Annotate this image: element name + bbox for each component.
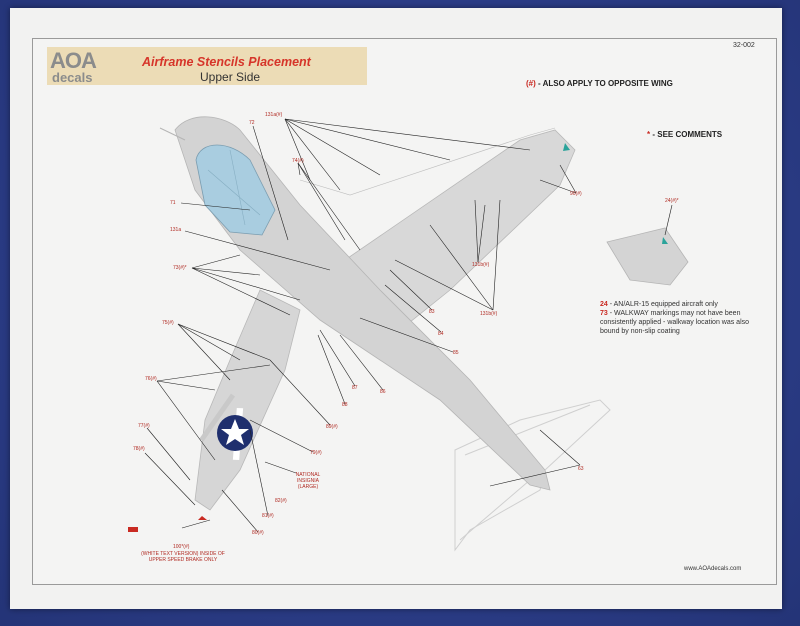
speed-brake-note: (WHITE TEXT VERSION) INSIDE OF UPPER SPE… [141, 551, 225, 563]
opposite-wing-note: (#) - ALSO APPLY TO OPPOSITE WING [526, 79, 673, 88]
callout-85: 85 [453, 350, 459, 356]
national-insignia-label: NATIONAL INSIGNIA (LARGE) [295, 472, 321, 490]
callout-89: 89(#) [326, 424, 338, 430]
comment-73: 73 - WALKWAY markings may not have been … [600, 310, 750, 335]
comments-block: 24 - AN/ALR-15 equipped aircraft only 73… [600, 300, 770, 336]
callout-77: 77(#) [138, 423, 150, 429]
logo-subtext: decals [52, 70, 93, 85]
callout-86: 86 [380, 389, 386, 395]
callout-131b-upper: 131b(#) [472, 262, 490, 268]
comments-note-text: - SEE COMMENTS [650, 130, 723, 139]
canopy [195, 144, 276, 236]
callout-88: 88 [342, 402, 348, 408]
callout-74: 74(#) [292, 158, 304, 164]
callout-131a: 131a [170, 227, 182, 233]
national-insignia-roundel [199, 393, 253, 460]
opposite-text: - ALSO APPLY TO OPPOSITE WING [535, 79, 673, 88]
left-wing [194, 289, 301, 511]
footer-url: www.AOAdecals.com [684, 566, 742, 572]
logo-text: AOA [50, 48, 97, 73]
callout-84: 84 [438, 331, 444, 337]
aoa-logo: AOA decals [50, 50, 108, 86]
callout-24: 24(#)* [665, 198, 679, 204]
callout-73: 73(#)* [173, 265, 187, 271]
opposite-marker: (#) [526, 79, 536, 88]
header-band [47, 47, 367, 85]
callout-72: 72 [249, 120, 255, 126]
callout-131a-top: 131a(#) [265, 112, 283, 118]
callout-81: 81(#) [262, 513, 274, 519]
callout-71: 71 [170, 200, 176, 206]
callout-131b-lower: 131b(#) [480, 311, 498, 317]
comments-note: * - SEE COMMENTS [647, 130, 722, 139]
comments-marker: * [647, 130, 651, 139]
callout-87: 87 [352, 385, 358, 391]
callout-75: 75(#) [162, 320, 174, 326]
wing-detail-panel [606, 227, 689, 286]
callout-78: 78(#) [133, 446, 145, 452]
sheet-code: 32-002 [733, 42, 755, 49]
callout-83: 83 [429, 309, 435, 315]
leader-lines [144, 118, 673, 533]
callout-80: 80(#) [252, 530, 264, 536]
callout-90: 90(#) [570, 191, 582, 197]
wingtip-light [563, 143, 570, 151]
page-title: Airframe Stencils Placement [142, 55, 311, 69]
callout-82: 82(#) [275, 498, 287, 504]
callout-79: 79(#) [310, 450, 322, 456]
callout-76: 76(#) [145, 376, 157, 382]
comment-24: 24 - AN/ALR-15 equipped aircraft only [600, 301, 718, 308]
speed-brake-callout: 100*(#) [173, 544, 190, 550]
callout-63: 63 [578, 466, 584, 472]
page-subtitle: Upper Side [200, 70, 261, 84]
